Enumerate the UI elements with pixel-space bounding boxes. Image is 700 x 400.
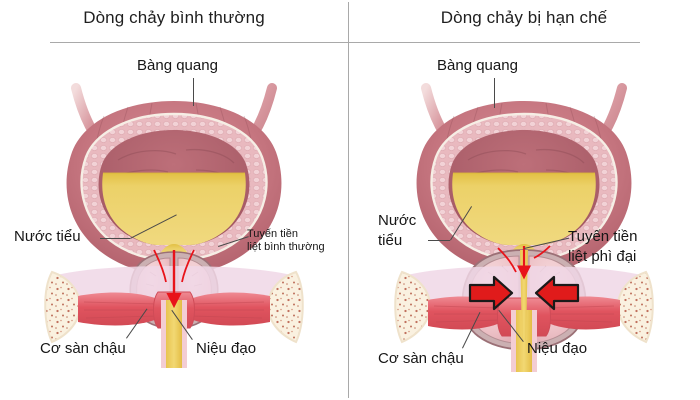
leader-bladder-right bbox=[494, 78, 495, 108]
label-bladder-left: Bàng quang bbox=[137, 57, 218, 74]
label-urethra-left: Niệu đạo bbox=[196, 340, 257, 357]
pelvic-floor-muscle bbox=[78, 292, 160, 326]
label-urine-left: Nước tiểu bbox=[14, 228, 81, 245]
leader-bladder-left bbox=[193, 78, 194, 106]
label-bladder-right: Bàng quang bbox=[437, 57, 518, 74]
header-divider bbox=[50, 42, 640, 43]
label-urine-right-line2: tiểu bbox=[378, 232, 403, 249]
panel-title-restricted: Dòng chảy bị hạn chế bbox=[440, 8, 608, 27]
pelvic-bone-right bbox=[266, 270, 304, 344]
leader-urine-left-h bbox=[100, 238, 130, 239]
urethra-wall-left bbox=[161, 300, 166, 368]
urethra-wall-right bbox=[532, 310, 537, 372]
label-urethra-right: Niệu đạo bbox=[527, 340, 588, 357]
leader-urine-right-h bbox=[428, 240, 450, 241]
panel-divider bbox=[348, 2, 349, 398]
pelvic-floor-muscle-right bbox=[188, 292, 270, 326]
muscle-fibers bbox=[83, 301, 265, 319]
label-prostate-right-line2: liệt phì đại bbox=[568, 248, 637, 265]
compression-arrow-left-icon bbox=[468, 275, 514, 311]
label-prostate-left-line2: liệt bình thường bbox=[247, 241, 325, 253]
pelvic-bone-left bbox=[44, 270, 82, 344]
normal-flow-illustration bbox=[44, 83, 304, 368]
label-prostate-right-line1: Tuyến tiền bbox=[568, 228, 638, 245]
pelvic-bone-left bbox=[394, 270, 432, 344]
label-pelvic-floor-left: Cơ sàn chậu bbox=[40, 340, 126, 357]
urine-volume bbox=[102, 173, 246, 245]
urine-volume bbox=[452, 173, 596, 245]
urethra-wall-left bbox=[511, 310, 516, 372]
compression-arrow-right-icon bbox=[534, 275, 580, 311]
pelvic-floor-muscle bbox=[428, 296, 502, 330]
urethra bbox=[516, 310, 532, 372]
flow-arrow-restricted bbox=[497, 245, 551, 280]
urethra-wall-right bbox=[182, 300, 187, 368]
pelvic-bone-right bbox=[616, 270, 654, 344]
label-prostate-left-line1: Tuyến tiền bbox=[247, 228, 298, 240]
urethra bbox=[166, 300, 182, 368]
flow-arrow-normal bbox=[153, 249, 195, 309]
label-pelvic-floor-right: Cơ sàn chậu bbox=[378, 350, 464, 367]
muscle-fibers bbox=[433, 305, 615, 323]
panel-title-normal: Dòng chảy bình thường bbox=[83, 8, 265, 27]
label-urine-right-line1: Nước bbox=[378, 212, 417, 229]
pelvic-floor-muscle-right bbox=[546, 296, 620, 330]
restricted-flow-illustration bbox=[394, 83, 654, 372]
